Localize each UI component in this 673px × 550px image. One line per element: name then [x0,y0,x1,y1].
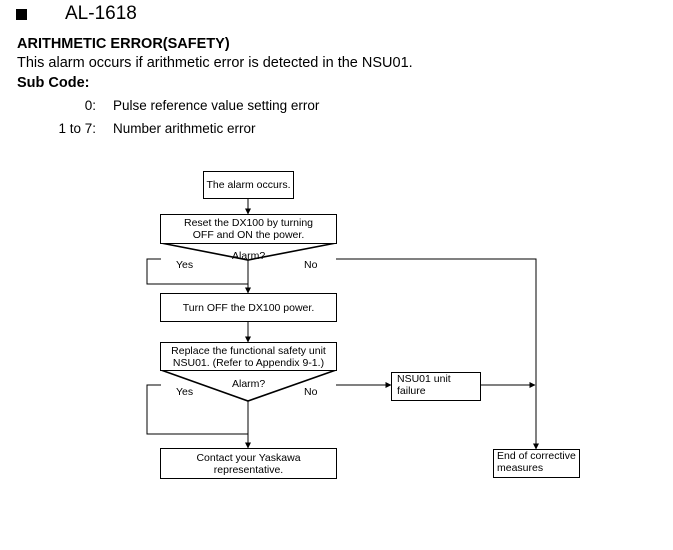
square-bullet-icon [16,8,27,20]
flow-end-line1: End of corrective [497,450,576,462]
alarm-title: ARITHMETIC ERROR(SAFETY) [17,36,230,52]
flow-reset-line2: OFF and ON the power. [192,229,305,241]
connector-decision1-yes [146,258,248,285]
flow-power-off-box: Turn OFF the DX100 power. [160,293,337,322]
connector-decision1-no [336,258,539,450]
decision2-yes-label: Yes [176,386,194,398]
flow-contact-label: Contact your Yaskawa representative. [196,451,301,476]
flow-replace-box: Replace the functional safety unit NSU01… [160,342,337,371]
flow-unit-failure-line2: failure [397,385,426,397]
alarm-description: This alarm occurs if arithmetic error is… [17,55,413,71]
flow-start-box: The alarm occurs. [203,171,294,199]
flow-power-off-label: Turn OFF the DX100 power. [182,301,315,314]
connector-decision2-yes [146,384,248,435]
subcode-heading: Sub Code: [17,75,90,91]
decision2-no-label: No [304,386,318,398]
flow-contact-box: Contact your Yaskawa representative. [160,448,337,479]
flow-replace-line2: NSU01. (Refer to Appendix 9-1.) [172,356,325,369]
flow-unit-failure-line1: NSU01 unit [397,373,451,385]
flow-unit-failure-box: NSU01 unit failure [391,372,481,401]
flow-reset-box: Reset the DX100 by turning OFF and ON th… [160,214,337,244]
flow-end-line2: measures [497,462,544,474]
decision1-question: Alarm? [232,250,266,262]
decision1-yes-label: Yes [176,259,194,271]
decision1-no-label: No [304,259,318,271]
flow-replace-line1: Replace the functional safety unit [171,344,326,357]
decision2-question: Alarm? [232,378,266,390]
alarm-code: AL-1618 [65,3,137,24]
subcode-description: Number arithmetic error [113,121,256,136]
flow-start-label: The alarm occurs. [206,179,291,191]
subcode-description: Pulse reference value setting error [113,98,320,113]
alarm-header: AL-1618 [16,3,137,25]
flow-reset-line1: Reset the DX100 by turning [184,217,313,229]
subcode-value: 1 to 7: [58,121,96,136]
subcode-value: 0: [84,98,96,113]
flow-end-box: End of corrective measures [493,449,580,478]
